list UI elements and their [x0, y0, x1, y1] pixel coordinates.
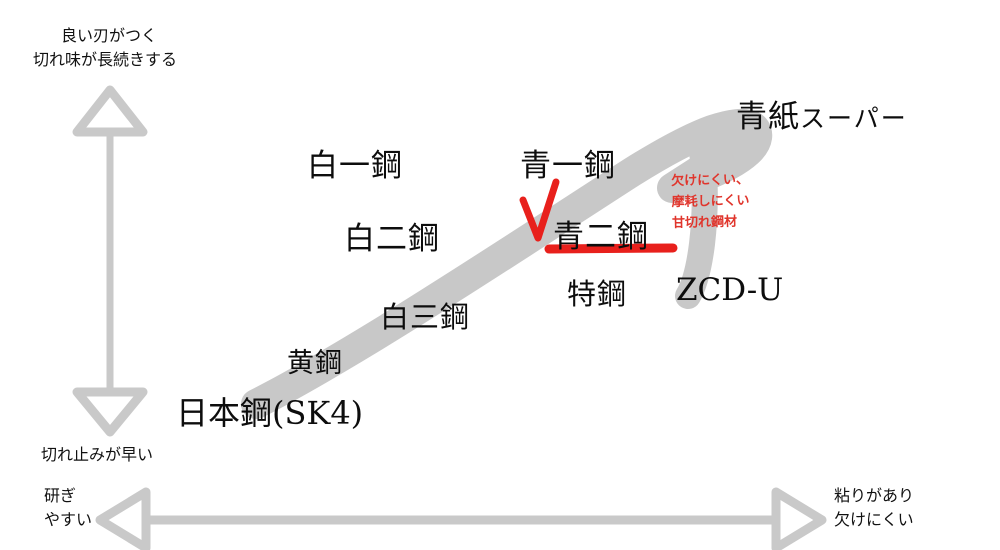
axis-caption-right-line1: 粘りがあり — [834, 486, 915, 505]
arrow-head-down — [72, 387, 148, 437]
red-check-mark — [519, 178, 560, 242]
label-shironi: 白二鋼 — [344, 221, 440, 257]
axis-caption-top: 良い刃がつく 切れ味が長続きする — [33, 24, 177, 72]
label-zcdu: ZCD-U — [676, 272, 784, 308]
arrow-head-right — [771, 487, 827, 550]
axis-caption-right-line2: 欠けにくい — [834, 510, 914, 529]
arrow-head-left — [95, 487, 151, 550]
label-aogami-super-katakana: スーパー — [800, 104, 908, 133]
axis-caption-top-line1: 良い刃がつく — [61, 26, 158, 45]
label-aogami-super: 青紙スーパー — [736, 91, 908, 136]
label-nihonko: 日本鋼(SK4) — [176, 394, 364, 432]
label-tokuko: 特鋼 — [567, 277, 628, 311]
red-underline — [544, 243, 678, 254]
red-note-line3: 甘切れ鋼材 — [671, 214, 738, 231]
axis-caption-top-line2: 切れ味が長続きする — [33, 50, 178, 69]
axis-caption-right: 粘りがあり 欠けにくい — [834, 484, 914, 532]
label-kiko: 黄鋼 — [287, 348, 343, 379]
axis-caption-left-line2: やすい — [44, 510, 93, 529]
label-shirosan: 白三鋼 — [380, 300, 471, 334]
label-aogami-super-kanji: 青紙 — [736, 99, 800, 135]
red-handwritten-note: 欠けにくい、 摩耗しにくい 甘切れ鋼材 — [671, 169, 750, 234]
axis-caption-bottom: 切れ止みが早い — [41, 445, 154, 464]
label-aoichi: 青一鋼 — [520, 148, 616, 184]
arrow-head-up — [72, 85, 148, 137]
axis-caption-left-line1: 研ぎ — [44, 486, 77, 505]
red-note-line2: 摩耗しにくい — [671, 193, 750, 210]
label-shiroichi: 白一鋼 — [307, 148, 403, 184]
label-aoni: 青二鋼 — [553, 219, 649, 255]
axis-caption-left: 研ぎ やすい — [44, 484, 92, 532]
red-note-line1: 欠けにくい、 — [671, 172, 750, 189]
